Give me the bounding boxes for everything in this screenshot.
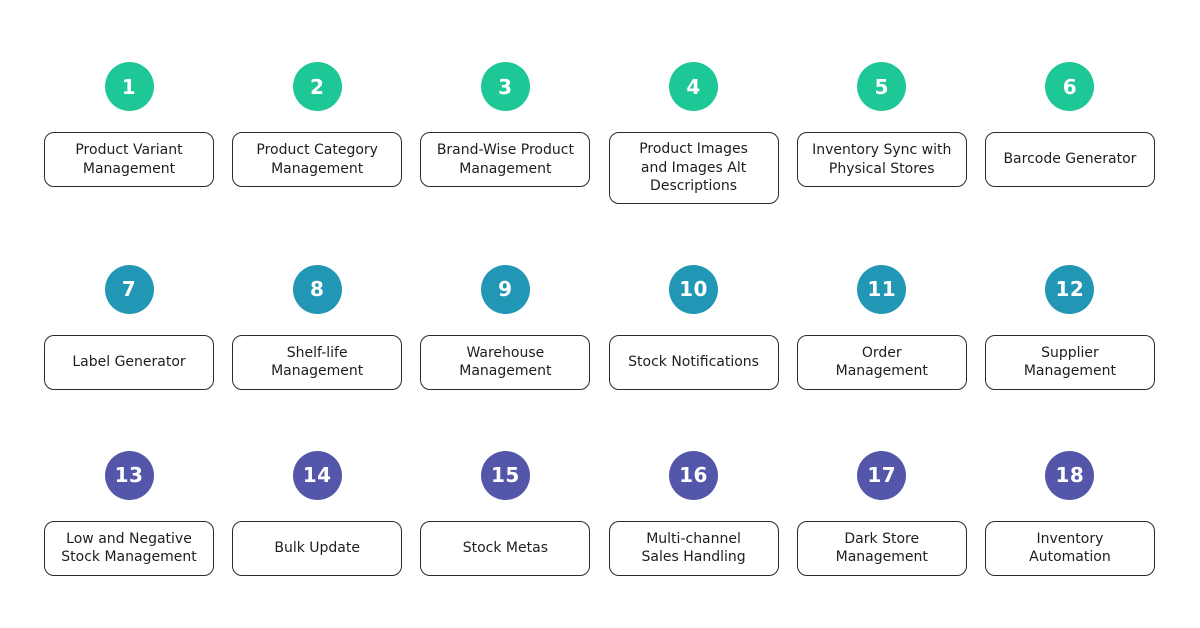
feature-label-box: Stock Notifications bbox=[608, 334, 779, 390]
features-row-3: 13 Low and Negative Stock Management 14 … bbox=[44, 450, 1155, 576]
feature-label: Barcode Generator bbox=[1003, 151, 1137, 168]
feature-label: Label Generator bbox=[72, 354, 186, 371]
feature-label-box: Stock Metas bbox=[420, 520, 591, 576]
feature-label: Stock Metas bbox=[462, 540, 548, 557]
feature-label-box: Inventory Automation bbox=[984, 520, 1155, 576]
step-number-badge: 3 bbox=[480, 62, 530, 111]
feature-label-box: Product Variant Management bbox=[44, 132, 214, 187]
step-number-badge: 11 bbox=[857, 264, 907, 314]
step-number-badge: 1 bbox=[104, 62, 154, 111]
feature-label-box: Product Category Management bbox=[232, 132, 403, 187]
feature-card: 15 Stock Metas bbox=[420, 450, 591, 576]
feature-label: Stock Notifications bbox=[628, 354, 759, 371]
step-number-badge: 10 bbox=[669, 264, 719, 314]
feature-label-box: Supplier Management bbox=[984, 334, 1155, 390]
feature-card: 12 Supplier Management bbox=[984, 264, 1155, 390]
feature-card: 7 Label Generator bbox=[44, 264, 214, 390]
feature-card: 18 Inventory Automation bbox=[984, 450, 1155, 576]
feature-card: 1 Product Variant Management bbox=[44, 62, 214, 187]
features-grid: 1 Product Variant Management 2 Product C… bbox=[44, 62, 1155, 576]
step-number-badge: 9 bbox=[480, 264, 530, 314]
feature-card: 3 Brand-Wise Product Management bbox=[420, 62, 591, 187]
step-number-badge: 2 bbox=[292, 62, 342, 111]
feature-card: 5 Inventory Sync with Physical Stores bbox=[796, 62, 967, 187]
feature-label: Warehouse Management bbox=[459, 344, 552, 380]
step-number-badge: 5 bbox=[857, 62, 907, 111]
step-number-badge: 7 bbox=[104, 264, 154, 314]
step-number-badge: 8 bbox=[292, 264, 342, 314]
feature-label-box: Warehouse Management bbox=[420, 334, 591, 390]
step-number-badge: 18 bbox=[1045, 450, 1095, 500]
step-number-badge: 4 bbox=[669, 62, 719, 111]
feature-label-box: Inventory Sync with Physical Stores bbox=[796, 132, 967, 187]
feature-label-box: Order Management bbox=[796, 334, 967, 390]
feature-label: Inventory Sync with Physical Stores bbox=[812, 141, 952, 177]
feature-card: 8 Shelf-life Management bbox=[232, 264, 403, 390]
feature-label: Dark Store Management bbox=[835, 530, 928, 566]
feature-card: 9 Warehouse Management bbox=[420, 264, 591, 390]
feature-label: Product Category Management bbox=[256, 141, 378, 177]
feature-label: Bulk Update bbox=[274, 540, 360, 557]
feature-card: 13 Low and Negative Stock Management bbox=[44, 450, 214, 576]
feature-label: Inventory Automation bbox=[1029, 530, 1111, 566]
feature-label-box: Brand-Wise Product Management bbox=[420, 132, 591, 187]
step-number-badge: 15 bbox=[480, 450, 530, 500]
feature-card: 2 Product Category Management bbox=[232, 62, 403, 187]
feature-label-box: Low and Negative Stock Management bbox=[44, 520, 214, 576]
feature-card: 10 Stock Notifications bbox=[608, 264, 779, 390]
feature-card: 16 Multi-channel Sales Handling bbox=[608, 450, 779, 576]
feature-label-box: Dark Store Management bbox=[796, 520, 967, 576]
step-number-badge: 12 bbox=[1045, 264, 1095, 314]
feature-label-box: Multi-channel Sales Handling bbox=[608, 520, 779, 576]
feature-label: Brand-Wise Product Management bbox=[436, 141, 574, 177]
step-number-badge: 14 bbox=[292, 450, 342, 500]
feature-label-box: Label Generator bbox=[44, 334, 214, 390]
feature-label: Supplier Management bbox=[1023, 344, 1117, 380]
feature-label-box: Product Images and Images Alt Descriptio… bbox=[608, 132, 779, 204]
feature-label-box: Shelf-life Management bbox=[232, 334, 403, 390]
feature-label-box: Barcode Generator bbox=[984, 132, 1155, 187]
feature-label: Order Management bbox=[835, 344, 928, 380]
feature-card: 14 Bulk Update bbox=[232, 450, 403, 576]
features-row-1: 1 Product Variant Management 2 Product C… bbox=[44, 62, 1155, 204]
step-number-badge: 13 bbox=[104, 450, 154, 500]
features-row-2: 7 Label Generator 8 Shelf-life Managemen… bbox=[44, 264, 1155, 390]
feature-card: 17 Dark Store Management bbox=[796, 450, 967, 576]
step-number-badge: 17 bbox=[857, 450, 907, 500]
step-number-badge: 6 bbox=[1045, 62, 1095, 111]
feature-label: Multi-channel Sales Handling bbox=[641, 530, 746, 566]
feature-card: 11 Order Management bbox=[796, 264, 967, 390]
feature-label: Shelf-life Management bbox=[271, 344, 364, 380]
feature-label: Low and Negative Stock Management bbox=[61, 530, 197, 566]
feature-label: Product Variant Management bbox=[75, 141, 183, 177]
feature-label-box: Bulk Update bbox=[232, 520, 403, 576]
step-number-badge: 16 bbox=[669, 450, 719, 500]
feature-card: 4 Product Images and Images Alt Descript… bbox=[608, 62, 779, 204]
feature-card: 6 Barcode Generator bbox=[984, 62, 1155, 187]
feature-label: Product Images and Images Alt Descriptio… bbox=[639, 141, 748, 195]
